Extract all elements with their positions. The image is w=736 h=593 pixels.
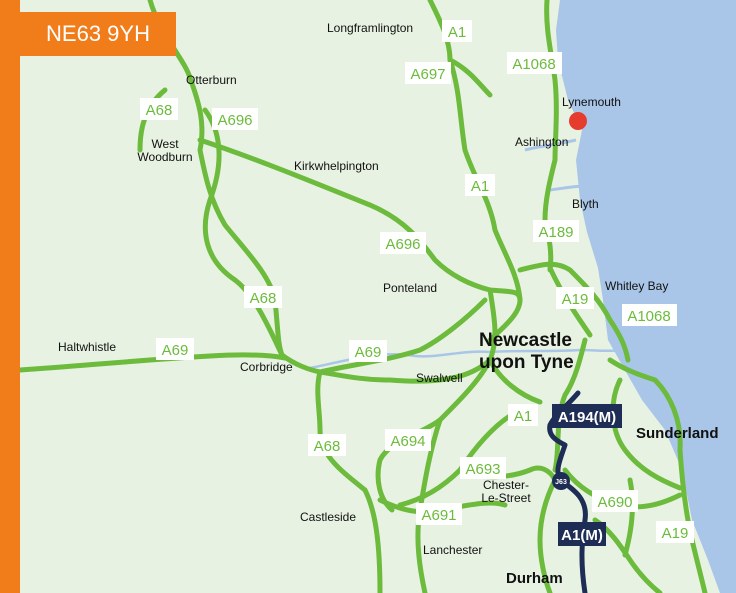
place-sunderland: Sunderland (636, 425, 719, 442)
place-newcastle-line1: Newcastle (479, 330, 572, 351)
road-label-a19-south: A19 (662, 525, 689, 542)
place-haltwhistle: Haltwhistle (58, 340, 116, 354)
place-blyth: Blyth (572, 197, 599, 211)
place-chester-line1: Chester- (483, 478, 529, 492)
place-whitley-bay: Whitley Bay (605, 279, 668, 293)
place-ponteland: Ponteland (383, 281, 437, 295)
road-label-a189: A189 (538, 224, 573, 241)
road-map[interactable]: A1 A697 A1068 A68 A696 A1 A189 A696 A68 … (20, 0, 736, 593)
road-label-a1068-south: A1068 (627, 308, 670, 325)
place-lynemouth: Lynemouth (562, 95, 621, 109)
river-blyth (549, 184, 586, 192)
place-chester-line2: Le-Street (481, 491, 531, 505)
place-lanchester: Lanchester (423, 543, 482, 557)
place-west-woodburn-line1: West (151, 137, 179, 151)
place-west-woodburn-line2: Woodburn (137, 150, 192, 164)
road-label-a696-nw: A696 (217, 112, 252, 129)
sea-area (556, 0, 736, 593)
road-label-a69-west: A69 (162, 342, 189, 359)
place-castleside: Castleside (300, 510, 356, 524)
place-durham: Durham (506, 570, 563, 587)
place-ashington: Ashington (515, 135, 568, 149)
river-wansbeck (524, 138, 577, 152)
place-corbridge: Corbridge (240, 360, 293, 374)
road-label-a68-nw: A68 (146, 102, 173, 119)
road-label-a1-mid: A1 (471, 178, 489, 195)
road-label-a691: A691 (421, 507, 456, 524)
road-label-a697: A697 (410, 66, 445, 83)
road-label-a1068-north: A1068 (512, 56, 555, 73)
road-label-a690: A690 (597, 494, 632, 511)
place-label-layer: Longframlington Otterburn Lynemouth Ashi… (58, 21, 719, 587)
road-label-a69-mid: A69 (355, 344, 382, 361)
place-newcastle-line2: upon Tyne (479, 352, 574, 373)
road-label-a1-north: A1 (448, 24, 466, 41)
place-otterburn: Otterburn (186, 73, 237, 87)
motorway-label-a1m: A1(M) (561, 527, 603, 544)
road-label-a696-mid: A696 (385, 236, 420, 253)
motorway-label-a194m: A194(M) (558, 409, 616, 426)
postcode-badge: NE63 9YH (20, 12, 176, 56)
road-label-a1-south: A1 (514, 408, 532, 425)
place-swalwell: Swalwell (416, 371, 463, 385)
place-longframlington: Longframlington (327, 21, 413, 35)
road-label-a693: A693 (465, 461, 500, 478)
motorway-label-layer: A194(M) A1(M) J63 (552, 404, 622, 546)
place-kirkwhelpington: Kirkwhelpington (294, 159, 379, 173)
road-label-a68-mid: A68 (250, 290, 277, 307)
road-label-a694: A694 (390, 433, 425, 450)
road-label-a19-north: A19 (562, 291, 589, 308)
junction-label-j63: J63 (555, 479, 567, 486)
location-marker-icon[interactable] (569, 112, 587, 130)
road-label-layer: A1 A697 A1068 A68 A696 A1 A189 A696 A68 … (140, 20, 694, 543)
road-label-a68-south: A68 (314, 438, 341, 455)
